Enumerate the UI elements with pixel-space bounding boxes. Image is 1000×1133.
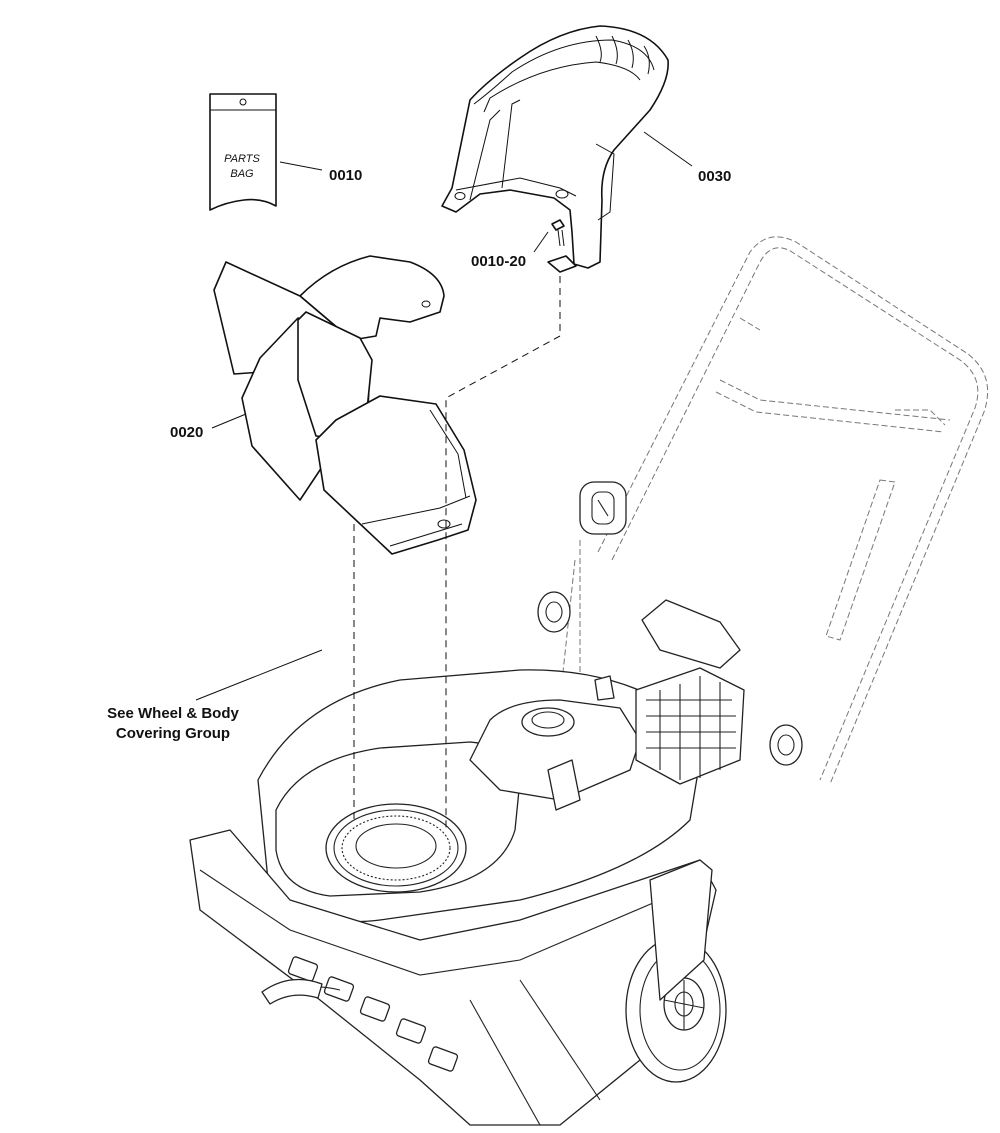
- engine-cover: [641, 599, 741, 669]
- parts-bag-label-line1: PARTS: [224, 153, 260, 165]
- drive-wheel: [625, 937, 727, 1083]
- reference-leader: [195, 649, 323, 701]
- side-panel: [649, 859, 713, 1001]
- reference-note-line2: Covering Group: [116, 725, 230, 742]
- muffler-guard: [635, 667, 745, 785]
- snowblower-assembly: [189, 236, 989, 1126]
- deflector-callout: 0020: [170, 424, 203, 441]
- assembly-guide-lines: [353, 276, 561, 830]
- chute-ring: [325, 803, 467, 893]
- rear-wheel: [769, 724, 803, 766]
- reference-note-line1: See Wheel & Body: [107, 705, 239, 722]
- control-knob: [579, 481, 627, 535]
- parts-bag: PARTS BAG: [209, 93, 277, 211]
- parts-bag-callout: 0010: [329, 167, 362, 184]
- deflector-leader: [211, 413, 247, 429]
- parts-bag-label-line2: BAG: [230, 168, 254, 180]
- engine-top: [469, 675, 641, 811]
- parts-bag-leader: [279, 161, 323, 171]
- auger-paddles: [261, 956, 459, 1072]
- handle-leader: [643, 131, 693, 167]
- bolt-callout: 0010-20: [471, 253, 526, 270]
- chute-handle: [441, 25, 669, 273]
- handle-callout: 0030: [698, 168, 731, 185]
- bolt-leader: [533, 231, 549, 253]
- bolt: [551, 219, 565, 247]
- chute-deflector: [213, 255, 477, 555]
- recoil-knob: [537, 591, 571, 633]
